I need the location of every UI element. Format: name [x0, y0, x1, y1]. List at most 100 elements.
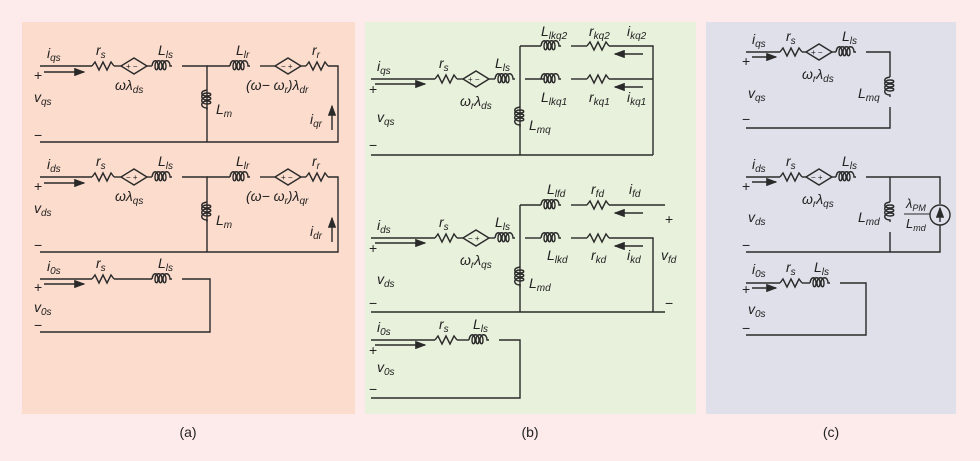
a-q-axis-circuit: + − − + iqs rs ωλds Lls Llr rr (ω− ωr)λd… [34, 42, 339, 143]
resistor-icon [434, 74, 458, 84]
svg-text:Lls: Lls [158, 255, 173, 274]
c-q-axis-circuit: + − iqs rs ωrλds Lls Lmq vqs + − [742, 28, 895, 129]
svg-text:+: + [742, 281, 750, 297]
svg-text:vds: vds [34, 200, 52, 219]
svg-text:−: − [34, 237, 42, 253]
svg-text:rs: rs [786, 28, 796, 47]
svg-text:v0s: v0s [34, 299, 52, 318]
svg-text:ikq2: ikq2 [627, 23, 647, 42]
svg-text:ωλds: ωλds [115, 77, 143, 96]
inductor-icon [151, 171, 173, 182]
panel-b-synchronous-machine: + − Llkq2 rkq2 ikq2 Llkq1 rkq1 ikq1 iqs … [365, 22, 696, 414]
circuit-a: + − − + iqs rs ωλds Lls Llr rr (ω− ωr)λd… [34, 42, 339, 333]
circuit-b: + − Llkq2 rkq2 ikq2 Llkq1 rkq1 ikq1 iqs … [369, 23, 677, 399]
circuit-c: + − iqs rs ωrλds Lls Lmq vqs + − − + ids… [742, 28, 951, 336]
svg-text:(ω− ωr)λqr: (ω− ωr)λqr [246, 188, 309, 207]
svg-text:Lmq: Lmq [529, 117, 551, 136]
resistor-icon [779, 47, 803, 57]
svg-text:rs: rs [786, 153, 796, 172]
svg-text:+: + [34, 178, 42, 194]
svg-text:ids: ids [377, 217, 391, 236]
svg-text:Llr: Llr [236, 42, 250, 61]
resistor-icon [779, 278, 803, 288]
svg-text:Lls: Lls [814, 259, 829, 278]
svg-text:idr: idr [310, 223, 323, 242]
svg-text:ωrλqs: ωrλqs [802, 191, 834, 210]
resistor-icon [91, 274, 115, 284]
svg-text:iqs: iqs [377, 58, 391, 77]
svg-text:rkq1: rkq1 [589, 89, 610, 108]
svg-text:− +: − + [126, 173, 138, 182]
svg-text:λPM: λPM [905, 196, 926, 213]
panel-c-pm-synchronous-machine: + − iqs rs ωrλds Lls Lmq vqs + − − + ids… [706, 22, 956, 414]
svg-text:rs: rs [96, 153, 106, 172]
resistor-icon [305, 61, 329, 71]
svg-text:iqs: iqs [752, 31, 766, 50]
svg-text:+: + [34, 67, 42, 83]
resistor-icon [434, 335, 458, 345]
svg-text:− +: − + [811, 173, 823, 182]
svg-text:Lmd: Lmd [906, 216, 927, 233]
svg-text:Lls: Lls [158, 42, 173, 61]
svg-text:ikq1: ikq1 [627, 89, 646, 108]
svg-text:i0s: i0s [47, 258, 61, 277]
svg-text:Llfd: Llfd [547, 181, 566, 200]
inductor-icon [514, 106, 525, 128]
caption-a: (a) [179, 424, 197, 440]
svg-text:+ −: + − [126, 62, 138, 71]
b-d-axis-circuit: − + Llfd rfd ifd + Llkd rkd ikd vfd − id… [369, 181, 677, 313]
inductor-icon [835, 46, 857, 57]
svg-text:+ −: + − [468, 75, 480, 84]
inductor-icon [468, 334, 490, 345]
svg-text:−: − [742, 111, 750, 127]
resistor-icon [91, 61, 115, 71]
svg-text:vds: vds [748, 209, 766, 228]
svg-text:rs: rs [96, 42, 106, 61]
inductor-icon [835, 171, 857, 182]
svg-text:v0s: v0s [748, 301, 766, 320]
svg-text:+: + [369, 342, 377, 358]
svg-text:rkq2: rkq2 [589, 23, 610, 42]
svg-text:+: + [742, 53, 750, 69]
svg-text:+ −: + − [811, 48, 823, 57]
svg-text:+: + [742, 178, 750, 194]
svg-text:− +: − + [468, 234, 480, 243]
svg-text:Llr: Llr [236, 153, 250, 172]
inductor-icon [201, 201, 212, 223]
svg-text:rs: rs [786, 259, 796, 278]
inductor-icon [151, 273, 173, 284]
svg-text:Lls: Lls [158, 153, 173, 172]
resistor-icon [91, 172, 115, 182]
svg-text:Lls: Lls [495, 214, 510, 233]
svg-text:+: + [369, 81, 377, 97]
svg-text:− +: − + [281, 62, 293, 71]
inductor-icon [494, 73, 516, 84]
svg-text:Lls: Lls [473, 316, 488, 335]
resistor-icon [779, 172, 803, 182]
svg-text:(ω− ωr)λdr: (ω− ωr)λdr [246, 77, 309, 96]
inductor-icon [201, 89, 212, 111]
svg-text:Lm: Lm [216, 101, 232, 120]
svg-text:−: − [742, 237, 750, 253]
caption-b: (b) [521, 424, 539, 440]
svg-text:Lmd: Lmd [529, 275, 551, 294]
svg-text:vqs: vqs [748, 85, 766, 104]
svg-text:rs: rs [439, 214, 449, 233]
svg-text:rkd: rkd [591, 247, 607, 266]
inductor-icon [884, 201, 895, 223]
svg-text:Llkq2: Llkq2 [541, 23, 568, 42]
svg-text:i0s: i0s [752, 261, 766, 280]
svg-text:ids: ids [752, 156, 766, 175]
svg-text:+: + [369, 240, 377, 256]
svg-text:−: − [34, 127, 42, 143]
svg-text:Lmq: Lmq [858, 85, 880, 104]
svg-text:ids: ids [47, 156, 61, 175]
a-zero-axis-circuit: i0s rs Lls v0s + − [34, 255, 211, 333]
svg-text:iqr: iqr [310, 111, 323, 130]
svg-text:Lls: Lls [842, 153, 857, 172]
svg-text:rs: rs [96, 255, 106, 274]
resistor-icon [586, 200, 610, 210]
c-zero-axis-circuit: i0s rs Lls v0s + − [742, 259, 867, 336]
svg-text:Lmd: Lmd [858, 209, 880, 228]
inductor-icon [540, 232, 562, 243]
